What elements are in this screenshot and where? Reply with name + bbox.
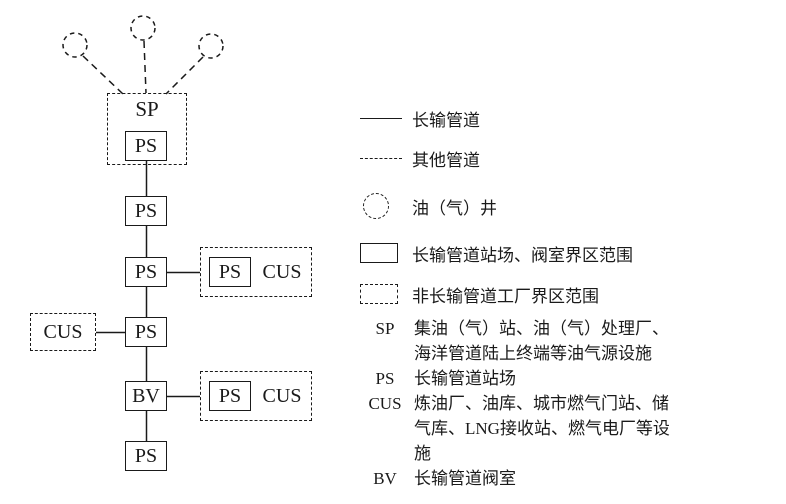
cus-facility-boundary-right-2: PS CUS	[200, 371, 312, 421]
abbr-description: 炼油厂、油库、城市燃气门站、储气库、LNG接收站、燃气电厂等设施	[414, 394, 670, 463]
abbr-term: SP	[375, 319, 395, 338]
cus-facility-boundary-right-1: PS CUS	[200, 247, 312, 297]
abbr-description: 集油（气）站、油（气）处理厂、海洋管道陆上终端等油气源设施	[414, 319, 669, 363]
legend-symbol-cell	[360, 284, 412, 304]
abbr-term: CUS	[368, 394, 402, 413]
legend-item-well: 油（气）井	[360, 192, 497, 220]
node-ps-source: PS	[125, 131, 167, 161]
abbr-description: 长输管道阀室	[414, 469, 516, 488]
other-pipeline-line	[82, 55, 124, 95]
other-pipeline-line	[165, 56, 204, 95]
abbr-term: BV	[373, 469, 397, 488]
abbr-term: PS	[375, 369, 395, 388]
node-bv: BV	[125, 381, 167, 411]
abbr-row-ps: PS 长输管道站场	[362, 366, 682, 391]
abbr-description: 长输管道站场	[414, 369, 516, 388]
cus-label-right-2: CUS	[262, 384, 302, 407]
legend-abbreviations: SP 集油（气）站、油（气）处理厂、海洋管道陆上终端等油气源设施 PS 长输管道…	[362, 316, 682, 491]
abbr-row-sp: SP 集油（气）站、油（气）处理厂、海洋管道陆上终端等油气源设施	[362, 316, 682, 366]
legend-label: 其他管道	[412, 150, 480, 170]
legend-symbol-cell	[360, 117, 412, 119]
node-ps-3: PS	[125, 317, 167, 347]
legend-item-station-boundary: 长输管道站场、阀室界区范围	[360, 239, 633, 267]
dashed-line-icon	[360, 157, 402, 159]
legend-symbol-cell	[360, 193, 412, 219]
node-ps-in-cus-1: PS	[209, 257, 251, 287]
well-icon	[130, 15, 156, 41]
cus-label-left: CUS	[43, 320, 83, 343]
node-ps-4: PS	[125, 441, 167, 471]
legend-label: 油（气）井	[412, 198, 497, 218]
abbr-row-bv: BV 长输管道阀室	[362, 466, 682, 491]
legend-label: 非长输管道工厂界区范围	[412, 286, 599, 306]
sp-facility-label: SP	[135, 97, 159, 121]
abbr-row-cus: CUS 炼油厂、油库、城市燃气门站、储气库、LNG接收站、燃气电厂等设施	[362, 391, 682, 466]
solid-rect-icon	[360, 243, 398, 263]
cus-facility-boundary-left: CUS	[30, 313, 96, 351]
sp-facility-boundary: SP	[107, 93, 187, 165]
other-pipeline-line	[143, 40, 147, 94]
node-ps-in-cus-2: PS	[209, 381, 251, 411]
well-icon	[363, 193, 389, 219]
legend-item-dashed-line: 其他管道	[360, 144, 480, 172]
legend-item-plant-boundary: 非长输管道工厂界区范围	[360, 280, 599, 308]
well-icon	[62, 32, 88, 58]
dashed-rect-icon	[360, 284, 398, 304]
cus-label-right-1: CUS	[262, 260, 302, 283]
legend-item-solid-line: 长输管道	[360, 104, 480, 132]
legend-label: 长输管道站场、阀室界区范围	[412, 245, 633, 265]
node-ps-1: PS	[125, 196, 167, 226]
well-icon	[198, 33, 224, 59]
legend-symbol-cell	[360, 243, 412, 263]
legend-symbol-cell	[360, 157, 412, 159]
node-ps-2: PS	[125, 257, 167, 287]
solid-line-icon	[360, 117, 402, 119]
legend-label: 长输管道	[412, 110, 480, 130]
